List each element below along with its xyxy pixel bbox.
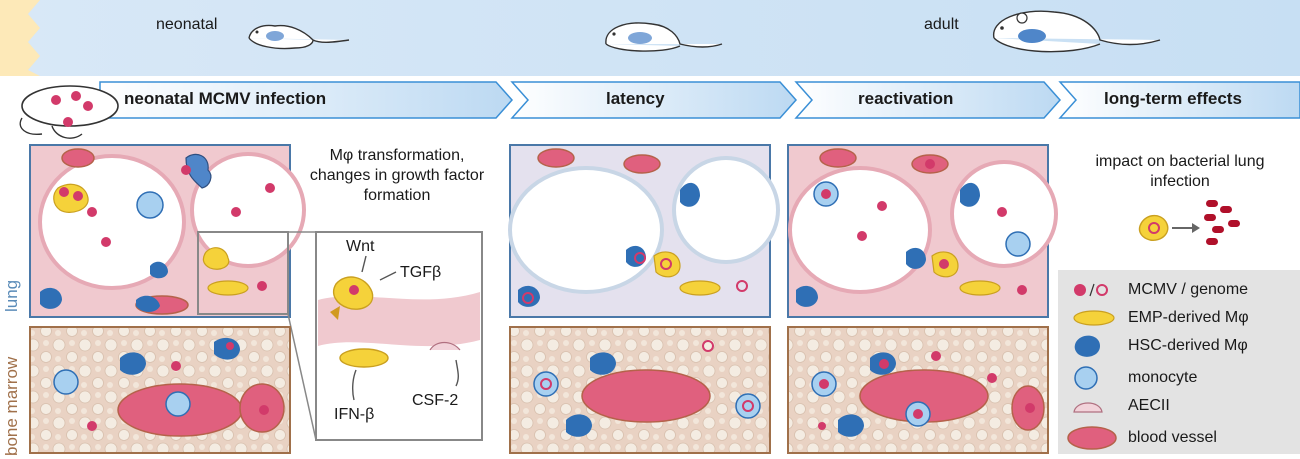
bone-marrow-panel-latency <box>509 326 771 454</box>
infected-pup-icon <box>19 85 119 139</box>
legend-label-monocyte: monocyte <box>1128 369 1198 386</box>
neonatal-mouse-icon <box>248 24 350 50</box>
legend-label-virus: MCMV / genome <box>1128 281 1249 298</box>
bone-marrow-panel-infection <box>29 326 291 454</box>
tissue-label-lung: lung <box>2 279 21 312</box>
factor-csf2: CSF-2 <box>412 392 459 409</box>
juvenile-mouse-icon <box>605 22 723 52</box>
tissue-label-bone-marrow: bone marrow <box>2 356 21 456</box>
legend-label-hsc: HSC-derived Mφ <box>1128 337 1248 354</box>
lung-panel-infection <box>29 144 306 318</box>
lung-panel-reactivation <box>787 144 1058 318</box>
factor-ifnb: IFN-β <box>334 406 375 423</box>
bone-marrow-panel-reactivation <box>787 326 1049 454</box>
stage-label-adult: adult <box>924 16 959 33</box>
monocyte-icon <box>1074 366 1098 390</box>
lung-panel-latency <box>508 144 780 318</box>
phase-label-latency: latency <box>606 89 665 108</box>
phase-label-long-term: long-term effects <box>1104 89 1242 108</box>
factor-tgfb: TGFβ <box>400 264 442 281</box>
legend-label-aecii: AECII <box>1128 397 1170 414</box>
stage-label-neonatal: neonatal <box>156 16 218 33</box>
aecii-icon <box>1073 402 1103 413</box>
zoom-line-bottom <box>287 313 317 441</box>
impact-note: impact on bacterial lung infection <box>1095 153 1265 190</box>
transformation-note: Mφ transformation, changes in growth fac… <box>309 147 485 204</box>
legend-label-emp: EMP-derived Mφ <box>1128 309 1249 326</box>
zoom-box <box>315 231 483 441</box>
bacterial-infection-icon <box>1138 200 1240 245</box>
phase-label-reactivation: reactivation <box>858 89 954 108</box>
legend <box>1058 270 1300 454</box>
adult-mouse-icon <box>993 10 1161 53</box>
blood-vessel-icon <box>1067 426 1117 450</box>
legend-label-vessel: blood vessel <box>1128 429 1217 446</box>
phase-label-infection: neonatal MCMV infection <box>124 89 327 108</box>
factor-wnt: Wnt <box>346 238 375 255</box>
phase-arrows <box>99 81 1300 119</box>
virus-genome-icon <box>1074 283 1108 297</box>
emp-macrophage-icon <box>1073 310 1115 326</box>
hsc-macrophage-icon <box>1074 335 1100 357</box>
